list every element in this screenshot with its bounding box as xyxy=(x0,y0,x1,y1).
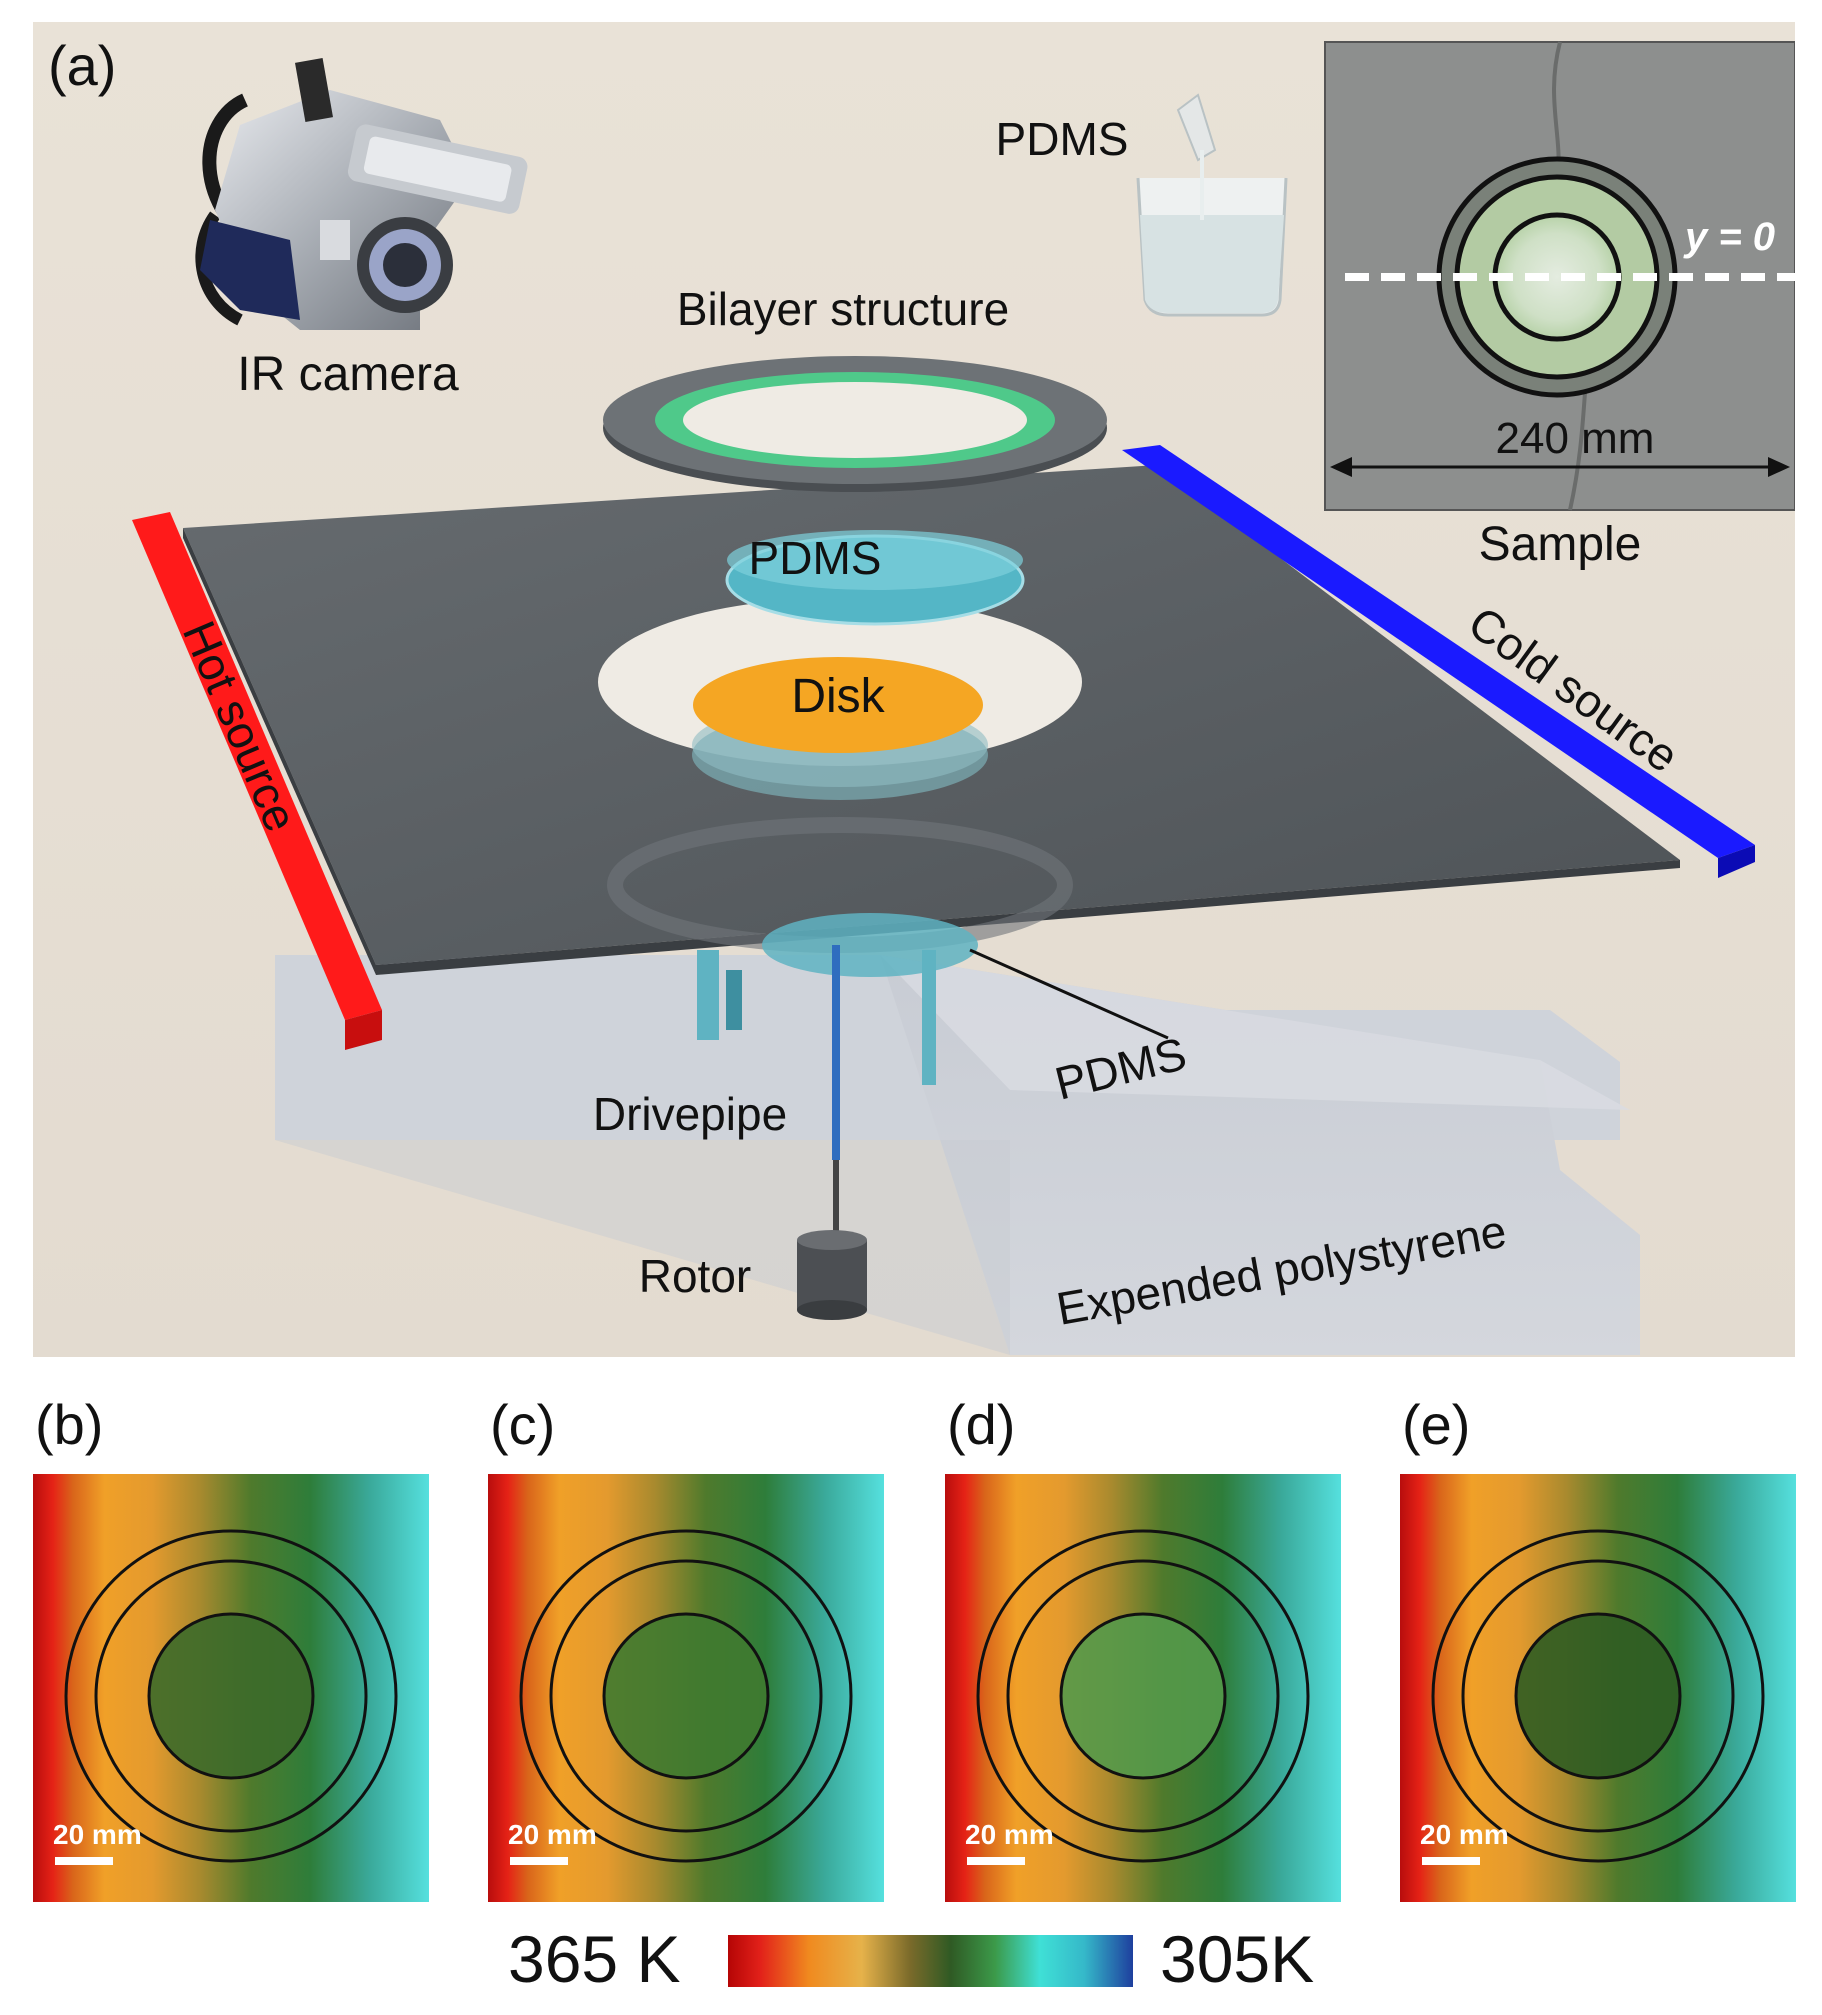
ring-outline xyxy=(1006,1559,1280,1833)
scale-bar xyxy=(510,1857,568,1865)
inset-caption: Sample xyxy=(1479,518,1642,571)
ring-outline xyxy=(519,1529,853,1863)
pdms-beaker xyxy=(1136,93,1288,317)
disk-region xyxy=(1061,1614,1225,1778)
ring-outline xyxy=(94,1559,368,1833)
inset-y-label: y = 0 xyxy=(1683,215,1775,259)
scale-bar-label: 20 mm xyxy=(508,1819,597,1850)
cold-source-bar xyxy=(1122,445,1755,878)
ring-outline xyxy=(1514,1612,1682,1780)
disk xyxy=(693,657,983,753)
disk-label: Disk xyxy=(791,670,885,723)
ring-outline xyxy=(1059,1612,1227,1780)
bilayer-label: Bilayer structure xyxy=(677,283,1009,335)
thermal-panels: 20 mm (b) 20 mm (c) 20 mm (d) 20 mm (e) xyxy=(33,1393,1796,1902)
panel-label: (b) xyxy=(35,1393,103,1456)
thermal-panel-b: 20 mm (b) xyxy=(33,1393,429,1902)
scale-bar-label: 20 mm xyxy=(965,1819,1054,1850)
scale-bar xyxy=(55,1857,113,1865)
rotor-label: Rotor xyxy=(639,1250,751,1302)
scale-bar xyxy=(1422,1857,1480,1865)
thermal-panel-d: 20 mm (d) xyxy=(945,1393,1341,1902)
scale-bar-label: 20 mm xyxy=(53,1819,142,1850)
panel-label: (c) xyxy=(490,1393,555,1456)
colorbar-min-label: 305K xyxy=(1160,1922,1314,1996)
panel-label: (d) xyxy=(947,1393,1015,1456)
ring-outline xyxy=(1431,1529,1765,1863)
ring-outline xyxy=(976,1529,1310,1863)
disk-region xyxy=(1516,1614,1680,1778)
panel-a-label: (a) xyxy=(48,34,116,97)
ring-outline xyxy=(602,1612,770,1780)
scale-bar-label: 20 mm xyxy=(1420,1819,1509,1850)
ring-outline xyxy=(549,1559,823,1833)
ir-camera-label: IR camera xyxy=(237,348,459,401)
pdms-beaker-label: PDMS xyxy=(996,113,1129,165)
ring-outline xyxy=(1461,1559,1735,1833)
colorbar-gradient xyxy=(728,1935,1133,1987)
colorbar-max-label: 365 K xyxy=(508,1922,680,1996)
panel-label: (e) xyxy=(1402,1393,1470,1456)
temperature-colorbar: 365 K 305K xyxy=(508,1922,1314,1996)
ring-outline xyxy=(64,1529,398,1863)
ir-camera xyxy=(195,58,528,330)
inset-dimension-label: 240 mm xyxy=(1496,414,1655,463)
panel-a-schematic: Disk PDMS Bilayer structure Hot source C… xyxy=(33,22,1795,1357)
disk-region xyxy=(149,1614,313,1778)
drivepipe-label: Drivepipe xyxy=(593,1088,787,1140)
sample-inset-photo xyxy=(1324,41,1795,511)
pdms-upper-disk xyxy=(725,530,1025,626)
pdms-holder xyxy=(697,913,1169,1085)
bilayer-structure-ring xyxy=(603,356,1107,492)
hot-source-bar xyxy=(132,512,382,1050)
ring-outline xyxy=(147,1612,315,1780)
thermal-panel-e: 20 mm (e) xyxy=(1400,1393,1796,1902)
rotor xyxy=(797,1230,867,1320)
drivepipe xyxy=(832,945,840,1235)
scale-bar xyxy=(967,1857,1025,1865)
thermal-panel-c: 20 mm (c) xyxy=(488,1393,884,1902)
pdms-top-label: PDMS xyxy=(749,532,882,584)
disk-region xyxy=(604,1614,768,1778)
